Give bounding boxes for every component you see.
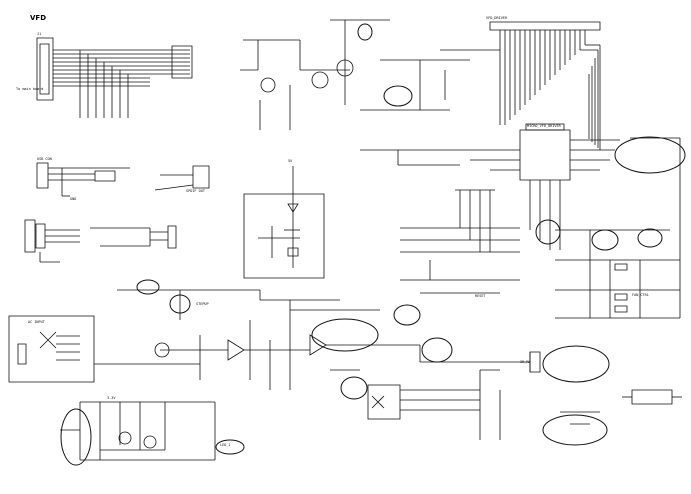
- tp-label: To main board: [16, 87, 44, 91]
- highlight-ellipse: [384, 86, 412, 106]
- highlight-ellipse: [536, 220, 560, 244]
- highlight-ellipse: [358, 24, 372, 40]
- center-box-circuit: [244, 166, 324, 278]
- mcu-chip: [470, 124, 620, 250]
- reset-label: RESET: [475, 294, 486, 298]
- highlight-ellipse: [216, 440, 244, 454]
- ac-input-box: [9, 316, 150, 382]
- ir-label: IR_RX: [520, 360, 531, 364]
- usb-region: [37, 163, 209, 196]
- highlight-ellipse: [170, 295, 190, 313]
- d5v-label: 5V: [288, 159, 293, 163]
- highlight-ellipse: [543, 415, 607, 445]
- highlight-ellipse: [615, 137, 685, 173]
- usb-label: USB CON: [37, 157, 52, 161]
- highlight-ellipse: [312, 319, 378, 351]
- spdif-label: SPDIF OUT: [186, 189, 205, 193]
- d3v-label: 3.3V: [107, 396, 116, 400]
- vfd-chip-array: [490, 22, 600, 150]
- highlight-ellipse: [61, 409, 91, 465]
- highlight-ellipse: [543, 346, 609, 382]
- vfd-connector-ref: J1: [37, 32, 42, 36]
- highlight-ellipse: [341, 377, 367, 399]
- fan-label: FAN_CTRL: [632, 293, 649, 297]
- top-transistor-circuit: [240, 20, 500, 130]
- led-label: LED_1: [220, 443, 231, 447]
- bottom-right-parts: [560, 390, 682, 424]
- highlight-ellipse: [422, 338, 452, 362]
- highlight-ellipse: [638, 229, 662, 247]
- highlight-ellipse: [592, 230, 618, 250]
- right-switch-matrix: [555, 138, 680, 318]
- mcu-label: MICRO_VFD_DRIVER: [527, 124, 561, 128]
- highlight-ellipse: [137, 280, 159, 294]
- gnd-label: GND: [70, 197, 77, 201]
- page-title: VFD: [30, 14, 47, 22]
- highlight-ellipse: [394, 305, 420, 325]
- vfd-connector-block: [37, 38, 192, 118]
- opamp-area: [117, 290, 540, 390]
- vfd-chip-label: VFD_DRIVER: [486, 16, 508, 20]
- bottom-center-ic: [368, 370, 500, 440]
- bottom-transistor-circuit: [60, 402, 215, 460]
- mid-signal-lines: [360, 150, 520, 293]
- connector-left-mid: [25, 220, 176, 262]
- stepup-label: STEPUP: [196, 302, 209, 306]
- ac-input-label: AC INPUT: [28, 320, 45, 324]
